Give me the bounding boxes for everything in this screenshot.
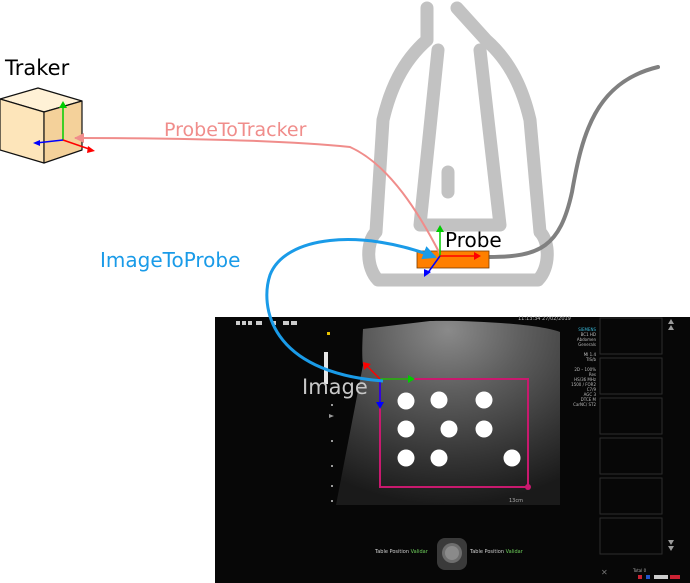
us-info-line: TIS/b bbox=[585, 357, 596, 362]
probe-to-tracker-arrow bbox=[74, 133, 441, 255]
roi-corner-handle bbox=[525, 484, 531, 490]
us-bottom-icons: ✕ bbox=[601, 568, 680, 579]
us-info-line: Abdomen bbox=[576, 337, 596, 342]
us-status-left: Table Position Validar bbox=[375, 550, 428, 555]
us-knob bbox=[437, 538, 467, 570]
image-to-probe-arrow bbox=[265, 238, 437, 383]
svg-text:✕: ✕ bbox=[601, 568, 608, 577]
probe-label: Probe bbox=[445, 228, 502, 252]
us-info-line: HS/36 MHz bbox=[574, 377, 596, 382]
us-info-line: Res bbox=[588, 372, 596, 377]
us-info-line: MI 1.4 bbox=[583, 352, 596, 357]
us-info-line: 1500 / FOR2 bbox=[571, 382, 596, 387]
us-info-line: C7/9 bbox=[586, 387, 596, 392]
us-scale-label: 13cm bbox=[509, 498, 523, 504]
us-info-line: 2D – 100% bbox=[574, 367, 596, 372]
tracker-cube bbox=[0, 87, 83, 164]
tracker-label: Traker bbox=[5, 56, 70, 80]
us-status-right-ok: Validar bbox=[505, 549, 523, 555]
probe-to-tracker-label: ProbeToTracker bbox=[164, 119, 307, 141]
image-axes bbox=[363, 362, 415, 409]
us-info-line: BC1 HD bbox=[580, 332, 596, 337]
us-total: Total 0 bbox=[633, 568, 647, 573]
us-timestamp: 11:13:34 27/02/2019 bbox=[518, 316, 571, 322]
roi-box bbox=[379, 378, 529, 488]
us-side-arrows bbox=[668, 319, 674, 551]
tracker-axes bbox=[33, 101, 95, 153]
image-to-probe-label: ImageToProbe bbox=[100, 248, 241, 272]
us-info-line: DTCE M bbox=[580, 397, 596, 402]
us-info-line: AGC 3 bbox=[583, 392, 596, 397]
us-status-left-text: Table Position bbox=[375, 549, 409, 555]
us-status-left-ok: Validar bbox=[410, 549, 428, 555]
image-label: Image bbox=[302, 375, 368, 399]
probe-axes bbox=[424, 225, 481, 277]
us-status-right: Table Position Validar bbox=[470, 550, 523, 555]
probe-outline bbox=[362, 1, 554, 287]
probe-cable bbox=[487, 65, 660, 259]
us-info-line: SIEMENS bbox=[578, 327, 596, 332]
us-status-right-text: Table Position bbox=[470, 549, 504, 555]
us-left-mark bbox=[327, 332, 330, 335]
us-side-panel bbox=[599, 317, 663, 555]
fiducial-dots bbox=[397, 391, 521, 467]
us-info-line: CarNC/ ST2 bbox=[573, 402, 596, 407]
us-info-line: Generals bbox=[578, 342, 596, 347]
